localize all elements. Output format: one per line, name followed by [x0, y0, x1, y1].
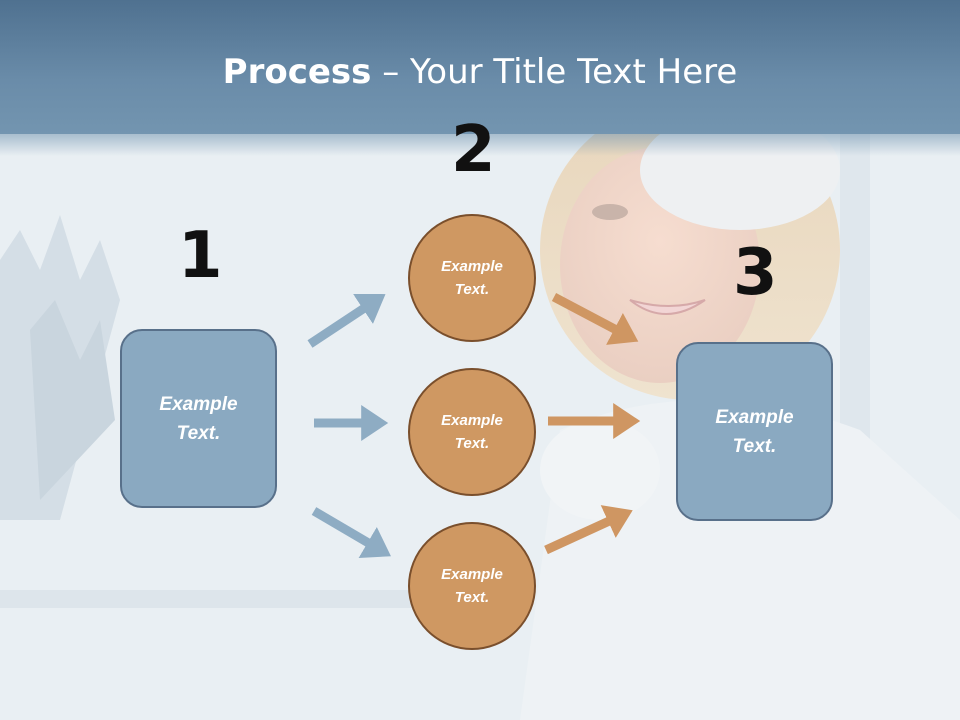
- step-2-circle-top-label: Example Text.: [441, 258, 503, 298]
- title-bold: Process: [222, 52, 372, 92]
- step-3-number: 3: [733, 236, 778, 310]
- step-2-circle-middle-label: Example Text.: [441, 412, 503, 452]
- step-2-number: 2: [451, 113, 496, 187]
- title-rest: Your Title Text Here: [410, 52, 738, 92]
- step-2-circle-bottom: Example Text.: [408, 522, 536, 650]
- slide-title: Process – Your Title Text Here: [0, 52, 960, 92]
- step-1-label: Example Text.: [159, 393, 238, 444]
- step-1-number: 1: [178, 219, 223, 293]
- title-separator: –: [371, 52, 411, 92]
- step-1-box: Example Text.: [120, 329, 277, 508]
- step-3-label: Example Text.: [715, 406, 794, 457]
- step-3-box: Example Text.: [676, 342, 833, 521]
- title-bar: [0, 0, 960, 156]
- step-2-circle-middle: Example Text.: [408, 368, 536, 496]
- step-2-circle-bottom-label: Example Text.: [441, 566, 503, 606]
- step-2-circle-top: Example Text.: [408, 214, 536, 342]
